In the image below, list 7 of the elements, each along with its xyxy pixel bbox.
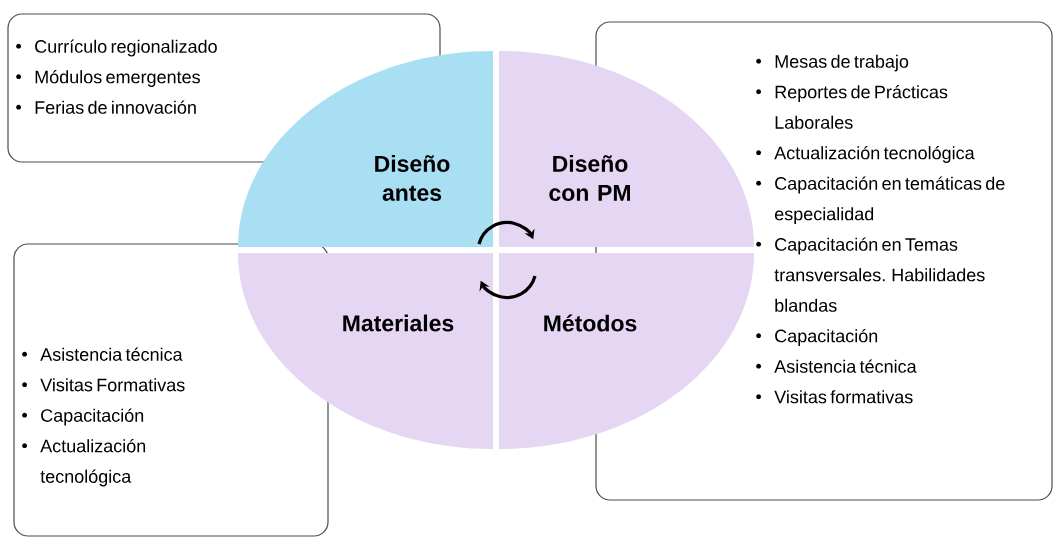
list-box: Asistencia técnica Visitas Formativas Capacitación Actualización tecnológica bbox=[13, 243, 329, 537]
quadrant-segment: Métodos bbox=[499, 253, 754, 449]
curved-arrow bbox=[479, 275, 537, 300]
curved-arrow bbox=[477, 220, 535, 245]
quadrant-segment: Diseño antes bbox=[238, 51, 493, 247]
quadrant-segment: Diseño con PM bbox=[499, 51, 754, 247]
quadrant-segment: Materiales bbox=[238, 253, 493, 449]
